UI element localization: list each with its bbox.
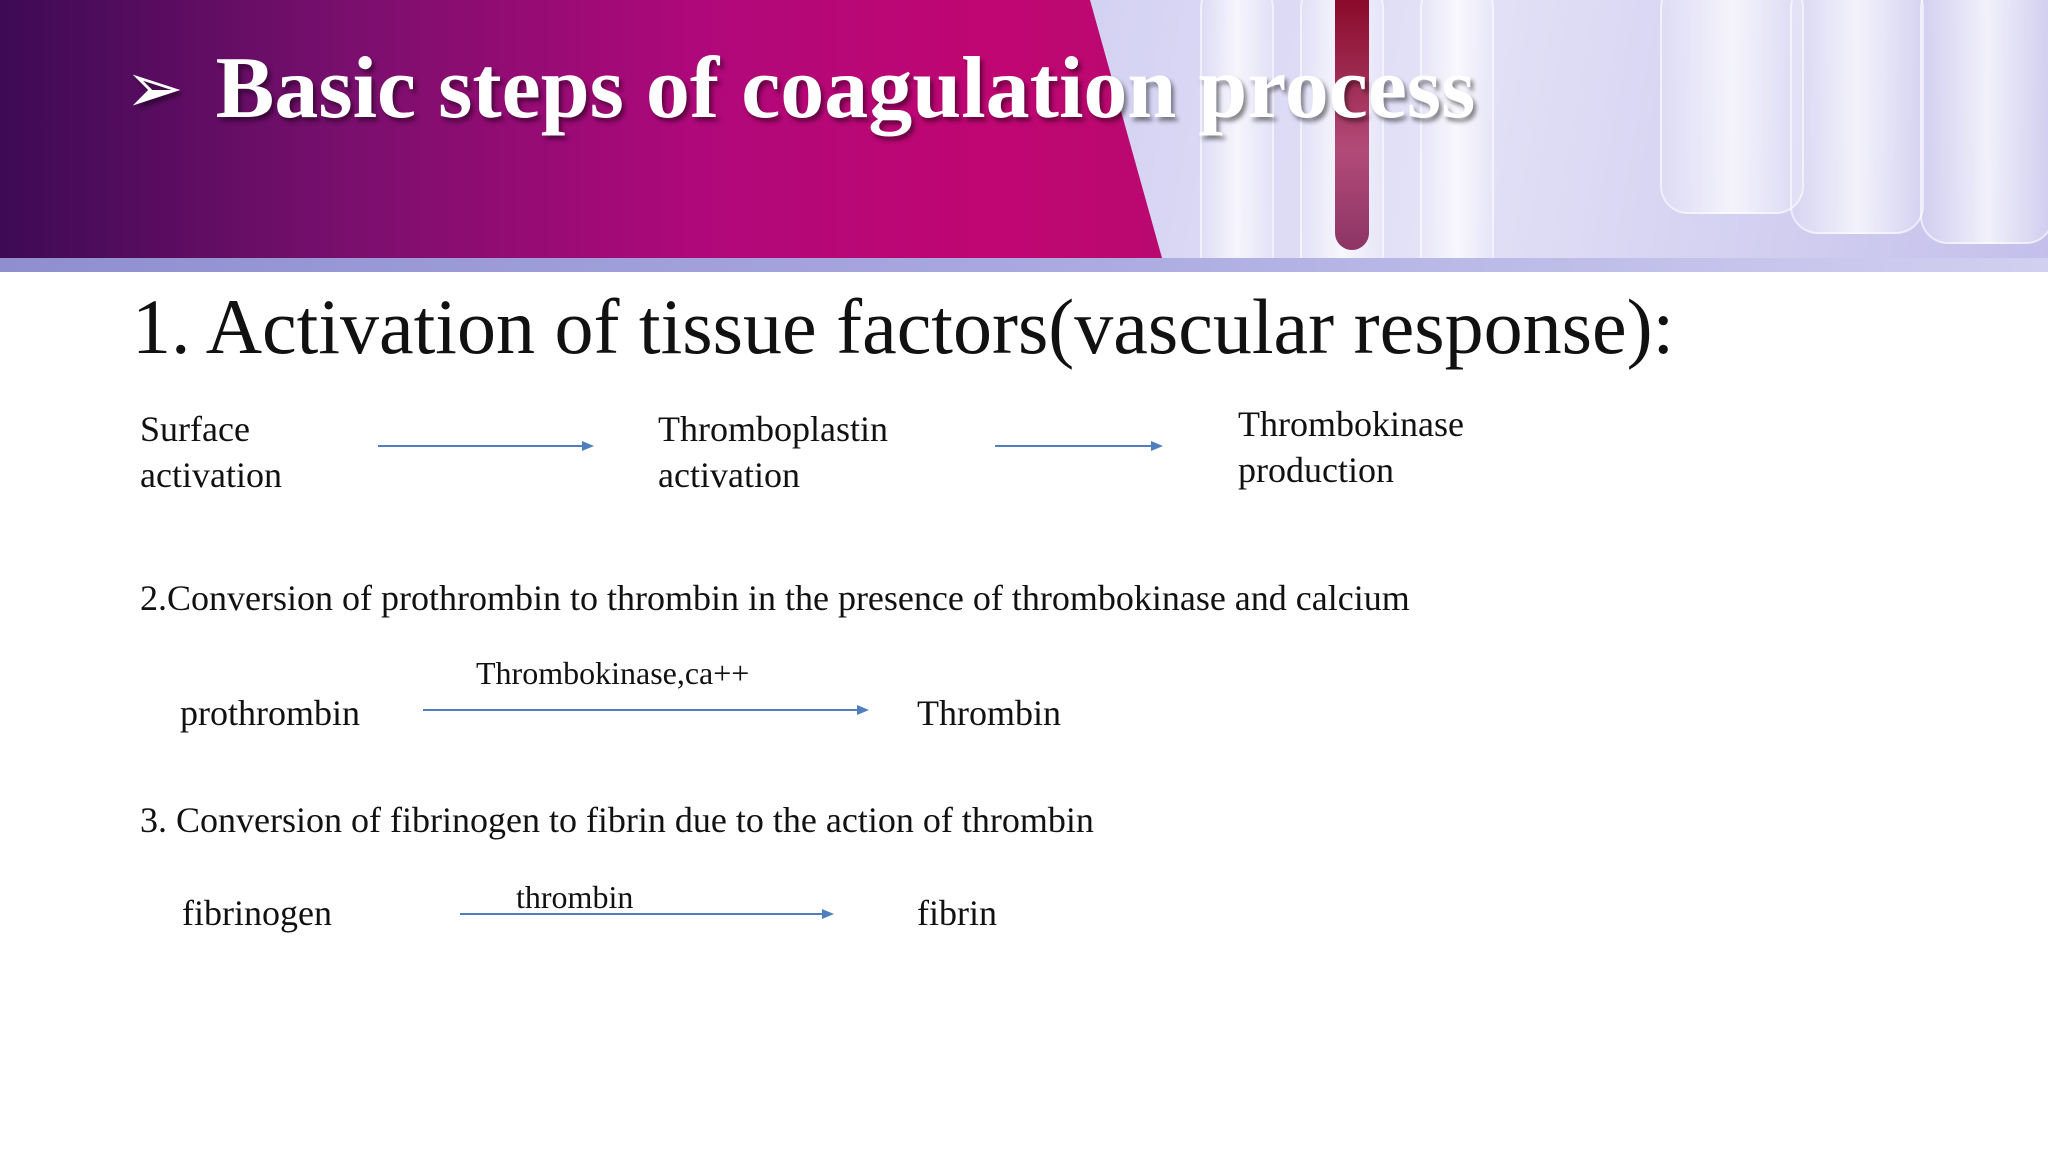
step3-to: fibrin	[917, 893, 997, 933]
node-line: activation	[658, 455, 800, 495]
step1-node-thrombokinase: Thrombokinase production	[1238, 401, 1464, 493]
node-line: Surface	[140, 409, 250, 449]
step2-arrow-label: Thrombokinase,ca++	[476, 655, 750, 691]
step2-arrow	[423, 705, 869, 715]
node-line: Thromboplastin	[658, 409, 888, 449]
step1-arrow-1	[378, 441, 594, 451]
step2-to: Thrombin	[917, 693, 1061, 733]
step3-arrow-label: thrombin	[516, 879, 634, 915]
step2-heading: 2.Conversion of prothrombin to thrombin …	[140, 578, 1410, 618]
step3-arrow	[460, 909, 834, 919]
node-line: Thrombokinase	[1238, 404, 1464, 444]
banner-color-panel	[0, 0, 1162, 258]
page-title: ➢ Basic steps of coagulation process	[125, 28, 1475, 148]
banner-strip	[0, 258, 2048, 272]
step2-from: prothrombin	[180, 693, 360, 733]
bullet-arrow-icon: ➢	[125, 47, 184, 129]
step1-node-thromboplastin: Thromboplastin activation	[658, 406, 888, 498]
step1-arrow-2	[995, 441, 1163, 451]
page-title-text: Basic steps of coagulation process	[215, 39, 1476, 137]
step3-from: fibrinogen	[182, 893, 332, 933]
step1-heading: 1. Activation of tissue factors(vascular…	[132, 283, 1675, 370]
node-line: activation	[140, 455, 282, 495]
blood-dropper	[1335, 0, 1369, 250]
node-line: production	[1238, 450, 1394, 490]
step3-heading: 3. Conversion of fibrinogen to fibrin du…	[140, 800, 1094, 840]
header-banner: ➢ Basic steps of coagulation process	[0, 0, 2048, 272]
step1-node-surface: Surface activation	[140, 406, 282, 498]
